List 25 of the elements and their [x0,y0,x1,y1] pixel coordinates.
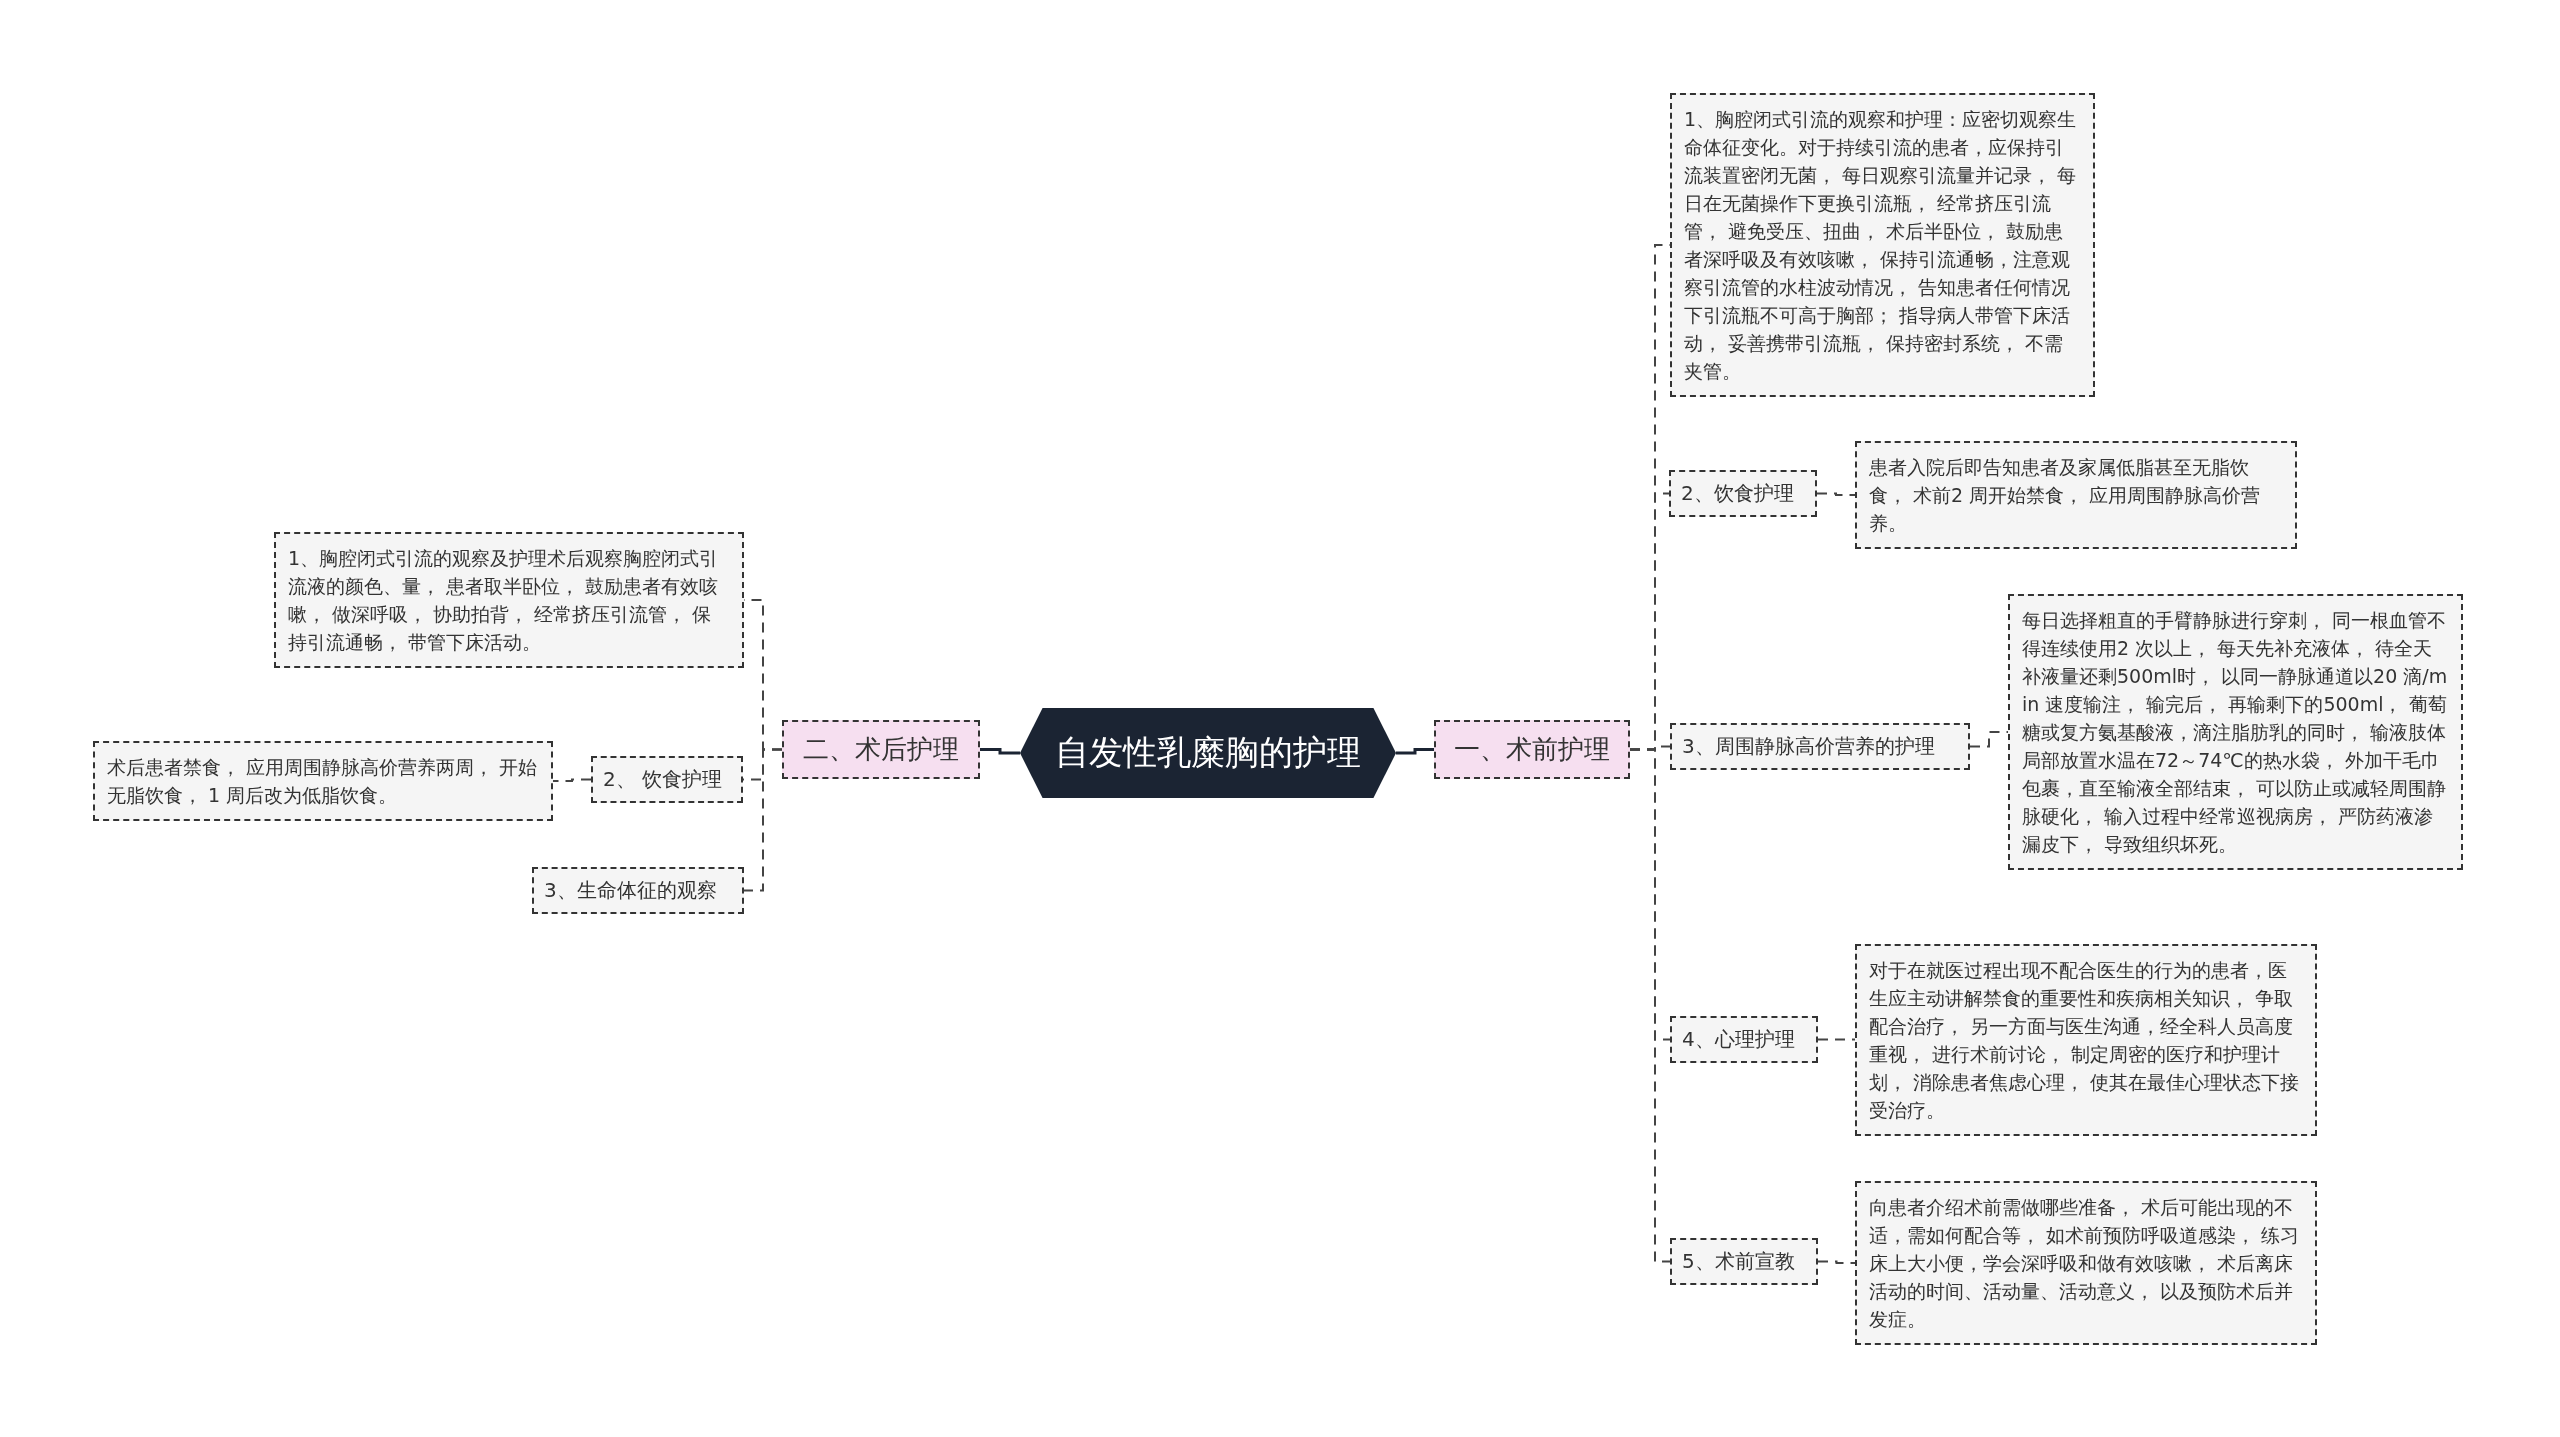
connector-line [1969,731,2009,748]
note-box: 1、胸腔闭式引流的观察和护理：应密切观察生命体征变化。对于持续引流的患者，应保持引流装置密闭无菌， 每日观察引流量并记录， 每日在无菌操作下更换引流瓶， 经常挤压引流管， 避免受压、扭曲， 术后半卧位， 鼓励患者深呼吸及有效咳嗽， 保持引流通畅，注意观察引流管的水柱波动情况， 告知患者任何情况下引流瓶不可高于胸部； 指导病人带管下床活动， 妥善携带引流瓶， 保持密封系统， 不需夹管。 [1670,93,2095,397]
connector-line [552,778,592,782]
subtopic-box: 3、生命体征的观察 [532,867,744,914]
subtopic-box: 2、饮食护理 [1669,470,1817,517]
subtopic-box: 2、 饮食护理 [591,756,743,803]
note-box: 术后患者禁食， 应用周围静脉高价营养两周， 开始无脂饮食， 1 周后改为低脂饮食。 [93,741,553,821]
note-box: 患者入院后即告知患者及家属低脂甚至无脂饮食， 术前2 周开始禁食， 应用周围静脉高价营养。 [1855,441,2297,549]
note-box: 1、胸腔闭式引流的观察及护理术后观察胸腔闭式引流液的颜色、量， 患者取半卧位， 鼓励患者有效咳嗽， 做深呼吸， 协助拍背， 经常挤压引流管， 保持引流通畅， 带管下床活动。 [274,532,744,668]
central-topic: 自发性乳糜胸的护理 [1020,708,1396,798]
note-box: 向患者介绍术前需做哪些准备， 术后可能出现的不适，需如何配合等， 如术前预防呼吸道感染， 练习床上大小便，学会深呼吸和做有效咳嗽， 术后离床活动的时间、活动量、活动意义， 以及预防术后并发症。 [1855,1181,2317,1345]
connector-line [980,748,1020,755]
connector-line [1817,1038,1856,1041]
connector-line [1816,492,1856,496]
subtopic-box: 3、周围静脉高价营养的护理 [1670,723,1970,770]
connector-line [1629,748,1671,1263]
subtopic-box: 4、心理护理 [1670,1016,1818,1063]
connector-line [1817,1260,1856,1264]
topic-box: 二、术后护理 [782,720,980,779]
note-box: 对于在就医过程出现不配合医生的行为的患者，医生应主动讲解禁食的重要性和疾病相关知识， 争取配合治疗， 另一方面与医生沟通，经全科人员高度重视， 进行术前讨论， 制定周密的医疗和护理计划， 消除患者焦虑心理， 使其在最佳心理状态下接受治疗。 [1855,944,2317,1136]
connector-line [1396,748,1434,755]
note-box: 每日选择粗直的手臂静脉进行穿刺， 同一根血管不得连续使用2 次以上， 每天先补充液体， 待全天补液量还剩500ml时， 以同一静脉通道以20 滴/min 速度输注， 输完后， 再输剩下的500ml， 葡萄糖或复方氨基酸液，滴注脂肪乳的同时， 输液肢体局部放置水温在72～74℃的热水袋， 外加干毛巾包裹，直至输液全部结束， 可以防止或减轻周围静脉硬化， 输入过程中经常巡视病房， 严防药液渗漏皮下， 导致组织坏死。 [2008,594,2463,870]
subtopic-box: 5、术前宣教 [1670,1238,1818,1285]
topic-box: 一、术前护理 [1434,720,1630,779]
connector-line [743,748,783,892]
